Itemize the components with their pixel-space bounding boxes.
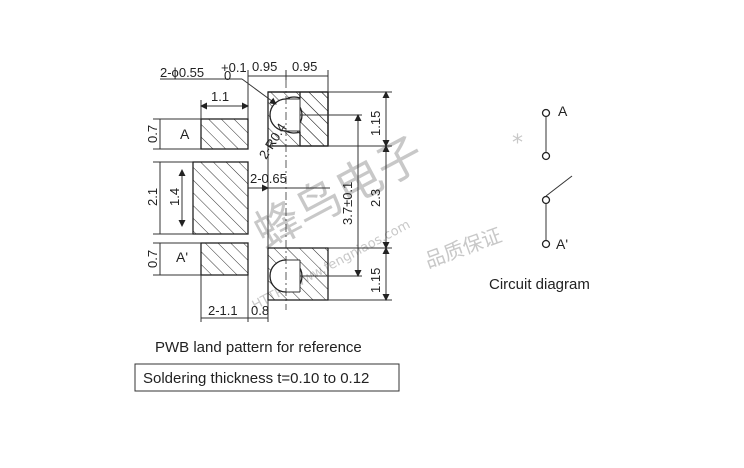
dim-bottom-right: 0.8 — [251, 303, 269, 318]
dim-gap: 2-0.65 — [250, 171, 287, 186]
dim-top-right: 0.95 — [292, 59, 317, 74]
dim-right-bottom: 1.15 — [368, 268, 383, 293]
hole-bottom-slot — [286, 260, 300, 292]
terminal-a-prime — [541, 239, 551, 249]
dim-right-mid: 2.3 — [368, 189, 383, 207]
terminal-switch-top — [541, 195, 551, 205]
dim-hole-tol-lower: 0 — [224, 68, 231, 83]
terminal-a-bottom — [541, 151, 551, 161]
dimension-lines — [153, 70, 392, 322]
terminal-a-top — [541, 108, 551, 118]
dim-center-span: 3.7±0.1 — [340, 182, 355, 225]
dim-hole: 2-ϕ0.55 — [160, 65, 204, 80]
caption-land-pattern: PWB land pattern for reference — [155, 339, 362, 356]
pad-label-a-prime: A' — [176, 249, 188, 265]
dim-left-top: 0.7 — [145, 125, 160, 143]
dim-bottom-left: 2-1.1 — [208, 303, 238, 318]
switch-lever — [545, 175, 573, 197]
watermark-sub: 品质保证 — [422, 223, 505, 273]
circuit-diagram: A A' — [541, 103, 573, 252]
dim-right-top: 1.15 — [368, 111, 383, 136]
dim-hole-tol-upper: +0.1 — [221, 60, 247, 75]
pad-a — [200, 118, 249, 150]
watermark-star: * — [512, 131, 523, 156]
pad-a-prime — [200, 242, 249, 276]
circuit-label-a: A — [558, 103, 568, 119]
dim-left-bottom: 0.7 — [145, 250, 160, 268]
pad-label-a: A — [180, 126, 190, 142]
dim-pad-width: 1.1 — [211, 89, 229, 104]
caption-soldering: Soldering thickness t=0.10 to 0.12 — [143, 370, 369, 387]
caption-circuit: Circuit diagram — [489, 276, 590, 293]
dim-left-mid: 2.1 — [145, 188, 160, 206]
circuit-label-a-prime: A' — [556, 236, 568, 252]
pad-center — [192, 161, 249, 235]
dim-top-left: 0.95 — [252, 59, 277, 74]
soldering-box — [134, 363, 400, 392]
hole-top-slot — [286, 99, 300, 131]
dim-inner-mid: 1.4 — [167, 188, 182, 206]
